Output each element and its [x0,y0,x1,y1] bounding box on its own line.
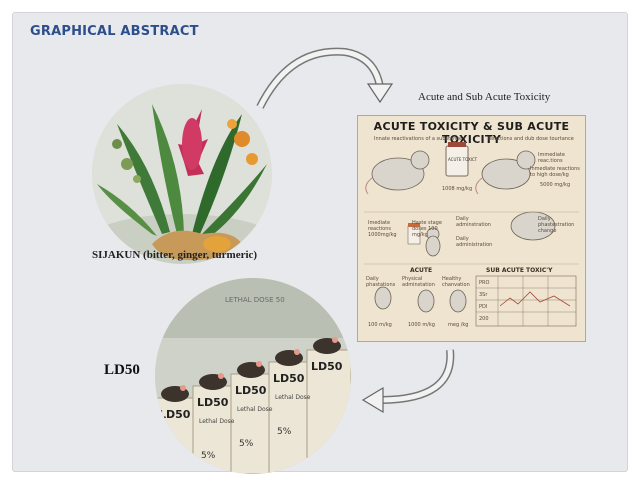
sub-right-text: Reactions and dub dose tourtance [488,136,574,142]
box-percent: 5% [277,427,292,437]
bottom-d1-text: 100 m/kg [368,322,392,328]
imediate-reactions-text: Imediate reactions 1000mg/kg [368,220,397,238]
curved-arrow-bottom [361,349,455,414]
box-label: LD50 [273,372,305,385]
daily-text: Daily adminstration [456,216,491,228]
herb-caption: SIJAKUN (bitter, ginger, turmeric) [92,249,258,261]
herb-illustration [92,84,272,264]
box-sublabel: Lethal Dose [275,394,311,401]
bottom-b-text: Physical adminstation [402,276,435,288]
box-label: LD50 [235,384,267,397]
curved-arrow-top [256,47,394,109]
haste-text: Haste stage doses 100 mg/kg [412,220,442,238]
bottom-d3-text: meg /kg [448,322,469,328]
bottom-d2-text: 1000 m/kg [408,322,435,328]
table-row-label: 200 [479,316,489,322]
box-label: LD50 [159,408,191,421]
graphical-abstract-heading: GRAPHICAL ABSTRACT [30,24,199,39]
sub-acute-label: SUB ACUTE TOXIC'Y [486,267,553,274]
lethal-dose-banner: LETHAL DOSE 50 [225,296,285,304]
ld50-label: LD50 [104,362,140,378]
ld50-illustration: LETHAL DOSE 50 LD50 LD50 LD50 LD50 LD50 … [155,278,351,474]
dose-1008-text: 1008 mg/kg [442,186,473,192]
box-label: LD50 [311,360,343,373]
toxicity-title: Acute and Sub Acute Toxicity [418,91,551,103]
box-sublabel: Lethal Dose [237,406,273,413]
box-percent: 5% [239,439,254,449]
daily-phase-text: Daily phastestration change [538,216,575,234]
bottom-a-text: Daily phastations [366,276,396,288]
box-sublabel: Lethal Dose [199,418,235,425]
table-row-label: PDI [479,304,488,310]
box-label: LD50 [197,396,229,409]
acute-label: ACUTE [410,267,433,274]
toxicity-infographic: ACUTE TOXICITY & SUB ACUTE TOXICITY Inna… [357,115,586,342]
high-dose-text: Inmediate reactions to high dose/kg [530,166,580,178]
box-percent: 5% [201,451,216,461]
table-row-label: 3Sr [479,292,488,298]
infographic-art: ACUTE TOXICT [364,142,579,327]
immediate-text: Immediate reac.tions [538,152,565,164]
dose-5000-text: 5000 mg/kg [540,182,571,188]
bottle-label: ACUTE TOXICT [448,157,478,162]
sub-left-text: Innate reactivations of a substance [374,136,463,142]
infographic-header: ACUTE TOXICITY & SUB ACUTE TOXICITY [373,120,570,146]
table-row-label: PRO [479,280,490,286]
bottom-c-text: Healthy chanvation [442,276,470,288]
daily-admin-text: Daily administration [456,236,493,248]
